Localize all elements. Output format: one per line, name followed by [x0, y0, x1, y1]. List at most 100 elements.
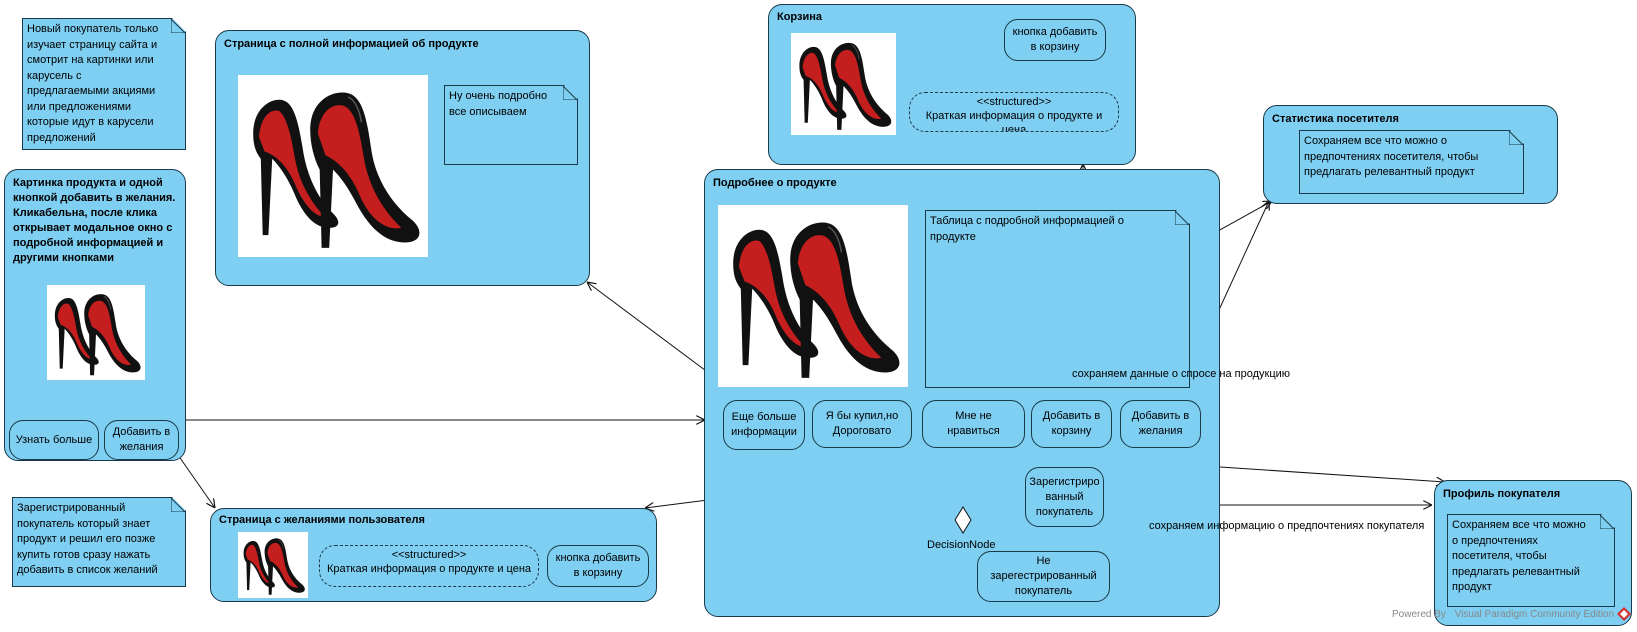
note-line: купить готов сразу нажать	[17, 548, 151, 561]
note-stats: Сохраняем все что можно о предпочтениях …	[1299, 130, 1524, 194]
unregistered-buyer-node: Не зарегестрированный покупатель	[977, 551, 1110, 602]
decision-node-label: DecisionNode	[927, 539, 996, 551]
profile-box: Профиль покупателя Сохраняем все что мож…	[1434, 480, 1632, 626]
note-line: добавить в список желаний	[17, 564, 158, 576]
decision-node-icon	[954, 506, 972, 534]
structured-text: Краткая информация о продукте и цена	[326, 563, 532, 575]
stats-box: Статистика посетителя Сохраняем все что …	[1263, 105, 1558, 204]
product-image-large	[238, 75, 428, 257]
card-add-wish-button[interactable]: Добавить в желания	[104, 420, 179, 460]
note-line: карусель с	[27, 69, 82, 82]
details-product-image	[718, 205, 908, 387]
btn-label: Еще больше	[731, 411, 797, 423]
details-title: Подробнее о продукте	[713, 177, 837, 189]
btn-label: Зарегистриро	[1029, 475, 1100, 488]
wishlist-title: Страница с желаниями пользователя	[219, 514, 425, 526]
btn-label: желания	[1138, 425, 1183, 437]
btn-label: покупатель	[1035, 505, 1094, 518]
note-line: которые идут в карусели	[27, 116, 154, 128]
note-fold-icon	[563, 86, 577, 100]
cart-box: Корзина кнопка добавить в корзину <<stru…	[768, 4, 1136, 165]
edition-text: Visual Paradigm Community Edition	[1454, 609, 1615, 620]
note-line: или предложениями	[27, 100, 132, 113]
registered-buyer-node: Зарегистриро ванный покупатель	[1025, 467, 1104, 527]
note-fold-icon	[1600, 515, 1614, 529]
btn-label: зарегестрированный	[990, 570, 1097, 582]
note-line: предпочтениях посетителя, чтобы	[1304, 150, 1479, 163]
add-cart-button[interactable]: Добавить в корзину	[1031, 400, 1112, 448]
stereotype-label: <<structured>>	[391, 549, 467, 561]
note-line: Таблица с подробной информацией о	[930, 215, 1124, 227]
btn-label: кнопка добавить	[555, 552, 641, 564]
card-title-line: Картинка продукта и одной	[13, 177, 163, 189]
product-card: Картинка продукта и одной кнопкой добави…	[4, 169, 186, 461]
full-info-title: Страница с полной информацией об продукт…	[224, 38, 479, 50]
expensive-button[interactable]: Я бы купил,но Дороговато	[812, 400, 912, 448]
btn-label: покупатель	[1014, 585, 1073, 597]
stats-title: Статистика посетителя	[1272, 113, 1399, 125]
note-line: о предпочтениях	[1452, 534, 1538, 547]
wishlist-product-image	[238, 532, 308, 598]
note-line: продукт и решил его позже	[17, 533, 156, 545]
wishlist-structured: <<structured>> Краткая информация о прод…	[319, 545, 539, 587]
more-info-button[interactable]: Еще больше информации	[723, 400, 805, 450]
details-box: Подробнее о продукте Таблица с подробной…	[704, 169, 1220, 617]
card-title-line: подробной информацией и	[13, 237, 164, 249]
note-line: предлагаемыми акциями	[27, 85, 156, 97]
details-add-wish-button[interactable]: Добавить в желания	[1120, 400, 1201, 448]
btn-label: Добавить в	[1042, 410, 1101, 422]
wishlist-add-cart-button[interactable]: кнопка добавить в корзину	[547, 545, 649, 587]
structured-text: цена	[1001, 124, 1027, 132]
product-image[interactable]	[47, 285, 145, 380]
note-line: предлагать релевантный продукт	[1304, 166, 1475, 178]
dislike-button[interactable]: Мне не нравиться	[922, 400, 1025, 448]
cart-add-label: в корзину	[1030, 41, 1080, 53]
btn-label: Добавить в	[1131, 410, 1190, 422]
card-title-line: другими кнопками	[13, 252, 115, 264]
note-line: все описываем	[449, 105, 527, 118]
note-line: предлагать релевантный	[1452, 565, 1580, 578]
btn-label: Мне не	[955, 410, 992, 422]
structured-text: Краткая информация о продукте и	[925, 110, 1103, 122]
edge-label-demand: сохраняем данные о спросе на продукцию	[1072, 368, 1291, 380]
cart-add-button[interactable]: кнопка добавить в корзину	[1004, 19, 1106, 61]
note-line: продукт	[1452, 581, 1492, 593]
stereotype-label: <<structured>>	[976, 96, 1052, 108]
btn-label: в корзину	[573, 567, 623, 579]
note-fold-icon	[1175, 211, 1189, 225]
btn-label: информации	[731, 426, 797, 438]
learn-more-button[interactable]: Узнать больше	[9, 420, 99, 460]
card-title-line: открывает модальное окно с	[13, 222, 173, 234]
note-line: предложений	[27, 131, 96, 144]
add-wish-label: Добавить в	[112, 426, 171, 438]
powered-text: Powered By	[1392, 609, 1446, 620]
note-line: Сохраняем все что можно	[1452, 519, 1586, 531]
vp-logo-icon	[1617, 607, 1631, 621]
note-line: Ну очень подробно	[449, 90, 548, 102]
edge-label-prefs: сохраняем информацию о предпочтениях пок…	[1149, 520, 1425, 532]
learn-more-label: Узнать больше	[15, 433, 93, 446]
note-line: покупатель который знает	[17, 517, 151, 530]
note-table: Таблица с подробной информацией о продук…	[925, 210, 1190, 388]
card-title-line: кнопкой добавить в желания.	[13, 192, 176, 204]
cart-product-image	[791, 33, 896, 135]
cart-structured: <<structured>> Краткая информация о прод…	[909, 92, 1119, 132]
add-wish-label: желания	[119, 441, 164, 453]
btn-label: Дороговато	[832, 425, 892, 437]
note-new-buyer: Новый покупатель только изучает страницу…	[22, 18, 186, 150]
full-info-page: Страница с полной информацией об продукт…	[215, 30, 590, 286]
note-profile: Сохраняем все что можно о предпочтениях …	[1447, 514, 1615, 607]
note-line: посетителя, чтобы	[1452, 550, 1547, 562]
profile-title: Профиль покупателя	[1443, 488, 1561, 500]
btn-label: нравиться	[947, 425, 1000, 437]
card-title-line: Кликабельна, после клика	[13, 207, 157, 219]
note-line: продукте	[930, 230, 976, 243]
card-title: Картинка продукта и одной кнопкой добави…	[13, 176, 175, 266]
powered-by-label: Powered By Visual Paradigm Community Edi…	[1392, 609, 1614, 620]
cart-title: Корзина	[777, 11, 822, 23]
cart-add-label: кнопка добавить	[1012, 26, 1098, 38]
btn-label: Не	[1036, 555, 1051, 567]
edge-wish-to-wishlist	[177, 454, 215, 508]
note-fold-icon	[1509, 131, 1523, 145]
btn-label: ванный	[1045, 490, 1084, 503]
